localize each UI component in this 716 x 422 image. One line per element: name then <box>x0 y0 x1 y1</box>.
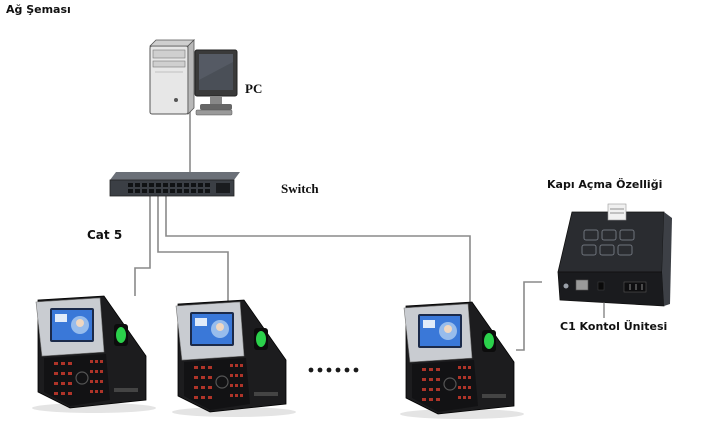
controller-rj45-port <box>575 279 589 291</box>
face-terminal-2 <box>172 299 296 417</box>
face-terminal-1 <box>32 295 156 413</box>
more-devices-ellipsis <box>308 367 359 373</box>
pc-label: PC <box>245 81 263 96</box>
cable-device-2 <box>157 196 229 308</box>
face-terminal-3 <box>400 301 524 419</box>
controller-label: C1 Kontol Ünitesi <box>560 320 668 333</box>
pc-icon <box>149 39 238 116</box>
switch-icon <box>109 172 240 197</box>
cat5-cables <box>134 110 542 351</box>
door-feature-label: Kapı Açma Özelliği <box>547 178 663 191</box>
pc-keyboard <box>195 109 233 116</box>
switch-label: Switch <box>281 181 319 196</box>
controller-icon <box>557 203 672 318</box>
cable-controller <box>516 281 542 351</box>
cable-device-1 <box>134 196 151 296</box>
cable-label: Cat 5 <box>87 228 123 242</box>
diagram-title: Ağ Şeması <box>6 3 71 16</box>
cable-device-3 <box>165 196 471 305</box>
